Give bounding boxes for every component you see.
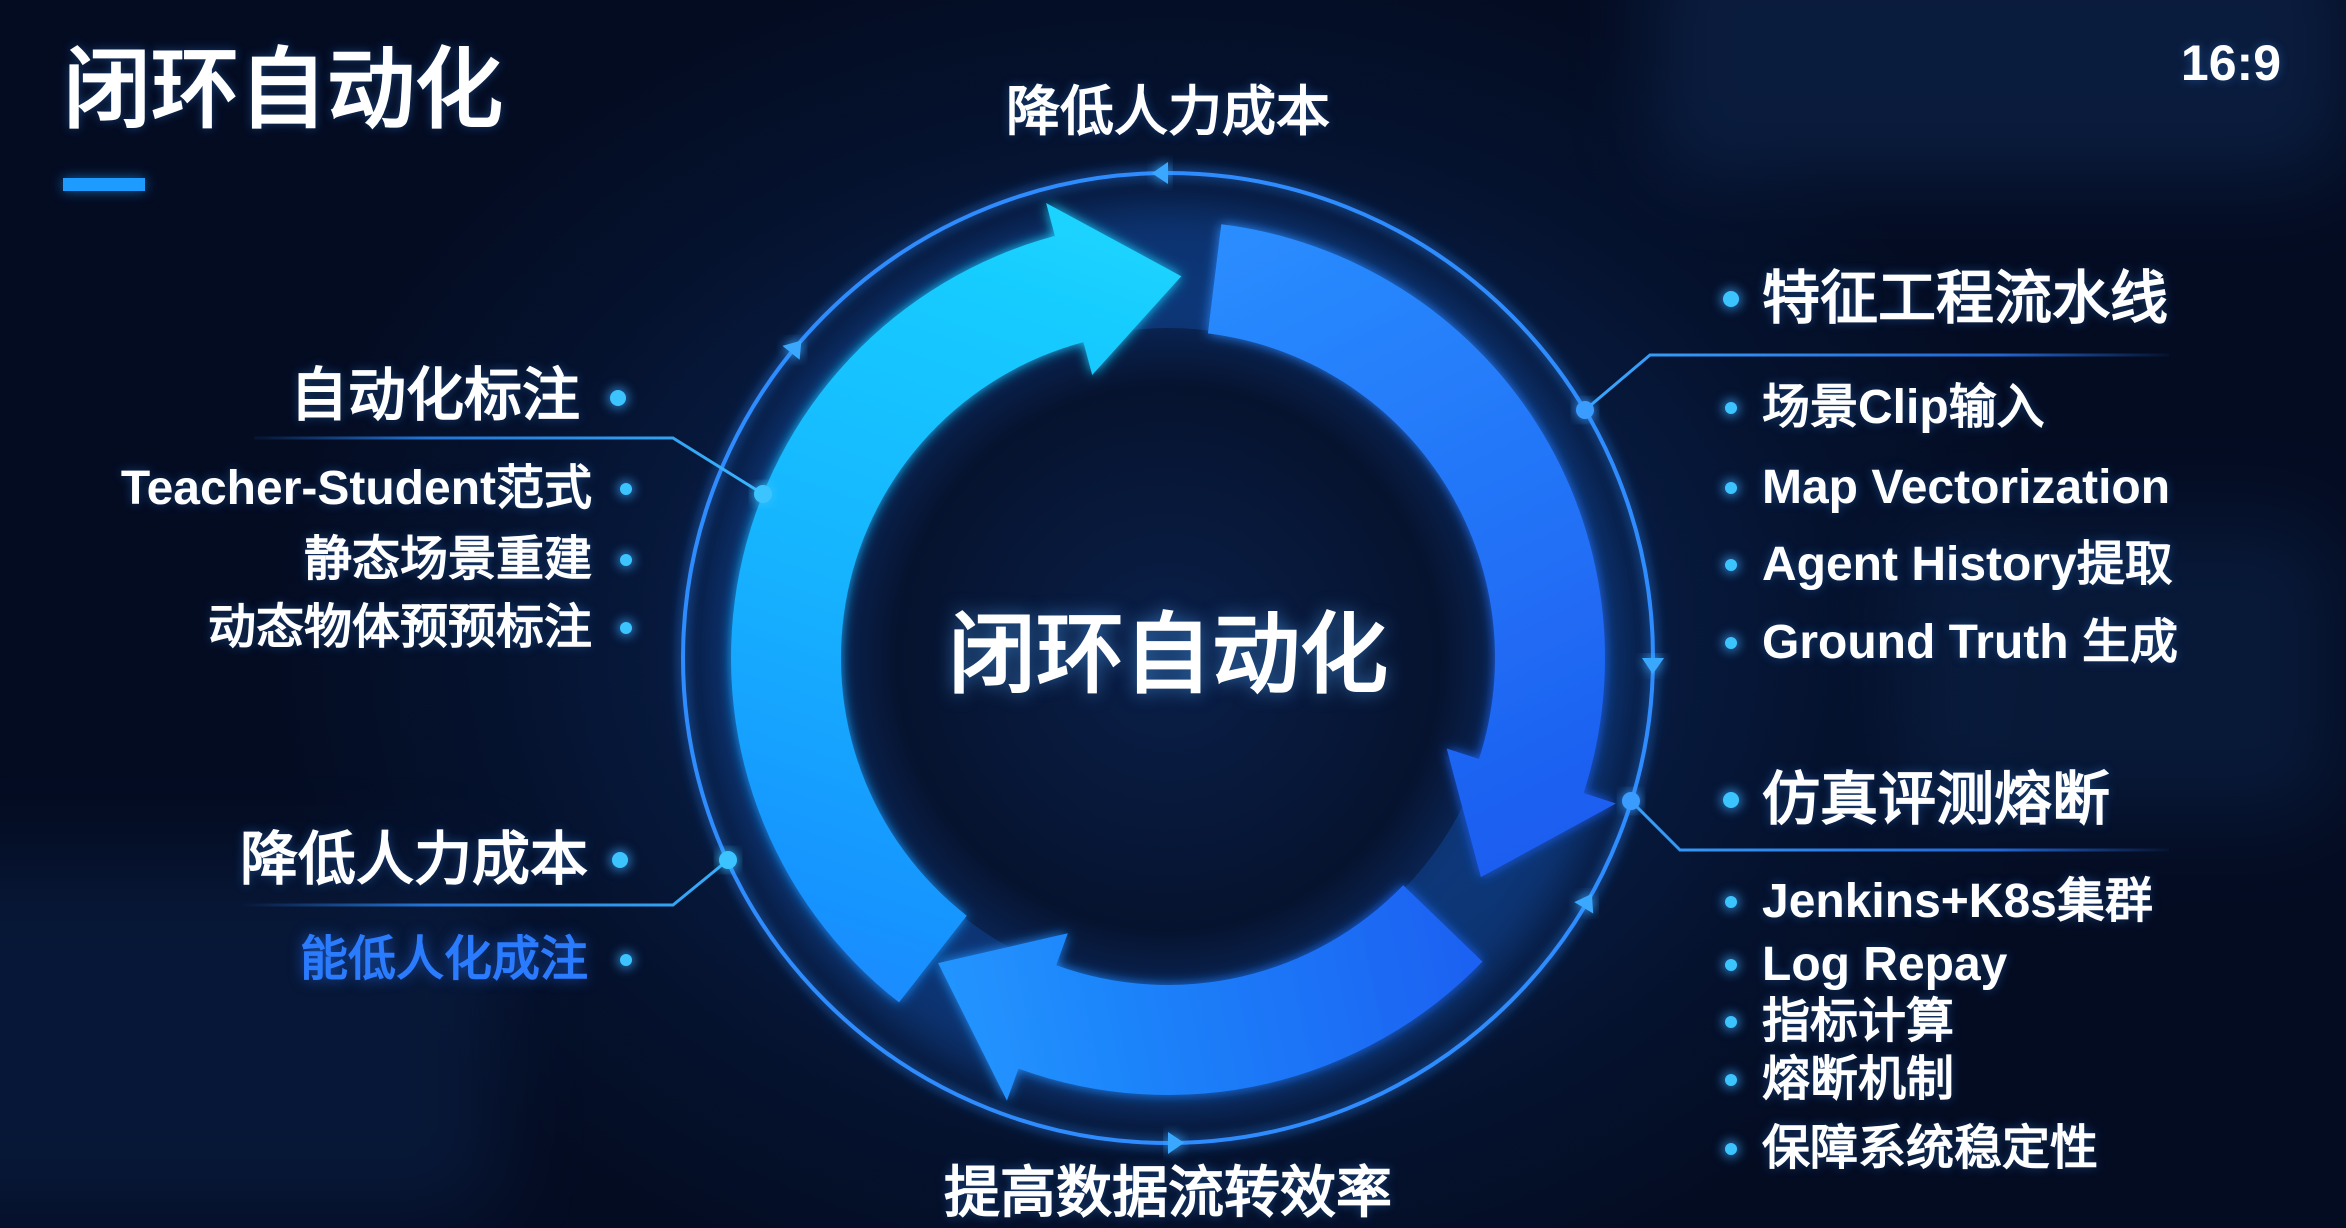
right-group-item: Log Repay [1762, 936, 2007, 994]
bullet-dot [1725, 637, 1737, 649]
left-group-item: 动态物体预预标注 [208, 599, 592, 657]
bullet-dot [1725, 959, 1737, 971]
right-group-heading: 特征工程流水线 [1762, 264, 2168, 334]
connector-dot [719, 851, 737, 869]
bullet-dot [620, 554, 632, 566]
bullet-dot [1723, 792, 1739, 808]
right-group-item: 场景Clip输入 [1762, 379, 2045, 437]
right-group-item: 保障系统稳定性 [1762, 1120, 2098, 1178]
right-group-item: Jenkins+K8s集群 [1762, 873, 2153, 931]
bullet-dot [1725, 1016, 1737, 1028]
left-group-heading: 降低人力成本 [240, 825, 588, 895]
left-group-heading: 自动化标注 [290, 361, 580, 431]
connector-dot [754, 485, 772, 503]
bullet-dot [620, 622, 632, 634]
top-label: 降低人力成本 [1006, 80, 1330, 144]
bullet-dot [1725, 1074, 1737, 1086]
ring-arrow-marker [1152, 162, 1168, 184]
right-group-item: Ground Truth 生成 [1762, 614, 2178, 672]
bottom-label: 提高数据流转效率 [944, 1162, 1392, 1224]
ring-arrow-marker [1642, 658, 1664, 674]
ring-arrow-marker [1168, 1132, 1184, 1154]
bullet-dot [620, 954, 632, 966]
bullet-dot [1725, 559, 1737, 571]
right-group-item: Agent History提取 [1762, 536, 2173, 594]
bullet-dot [1725, 402, 1737, 414]
right-group-item: 指标计算 [1762, 993, 1954, 1051]
center-label: 闭环自动化 [948, 605, 1388, 705]
left-group-item: Teacher-Student范式 [121, 460, 592, 518]
left-group-item: 能低人化成注 [300, 931, 588, 989]
left-group-item: 静态场景重建 [304, 531, 592, 589]
bullet-dot [1725, 1143, 1737, 1155]
right-group-item: 熔断机制 [1762, 1051, 1954, 1109]
connector-dot [1622, 792, 1640, 810]
bullet-dot [1723, 291, 1739, 307]
right-group-heading: 仿真评测熔断 [1762, 765, 2110, 835]
bullet-dot [1725, 896, 1737, 908]
connector-dot [1576, 401, 1594, 419]
bullet-dot [1725, 482, 1737, 494]
bullet-dot [610, 390, 626, 406]
bullet-dot [620, 483, 632, 495]
right-group-item: Map Vectorization [1762, 459, 2170, 517]
bullet-dot [612, 852, 628, 868]
